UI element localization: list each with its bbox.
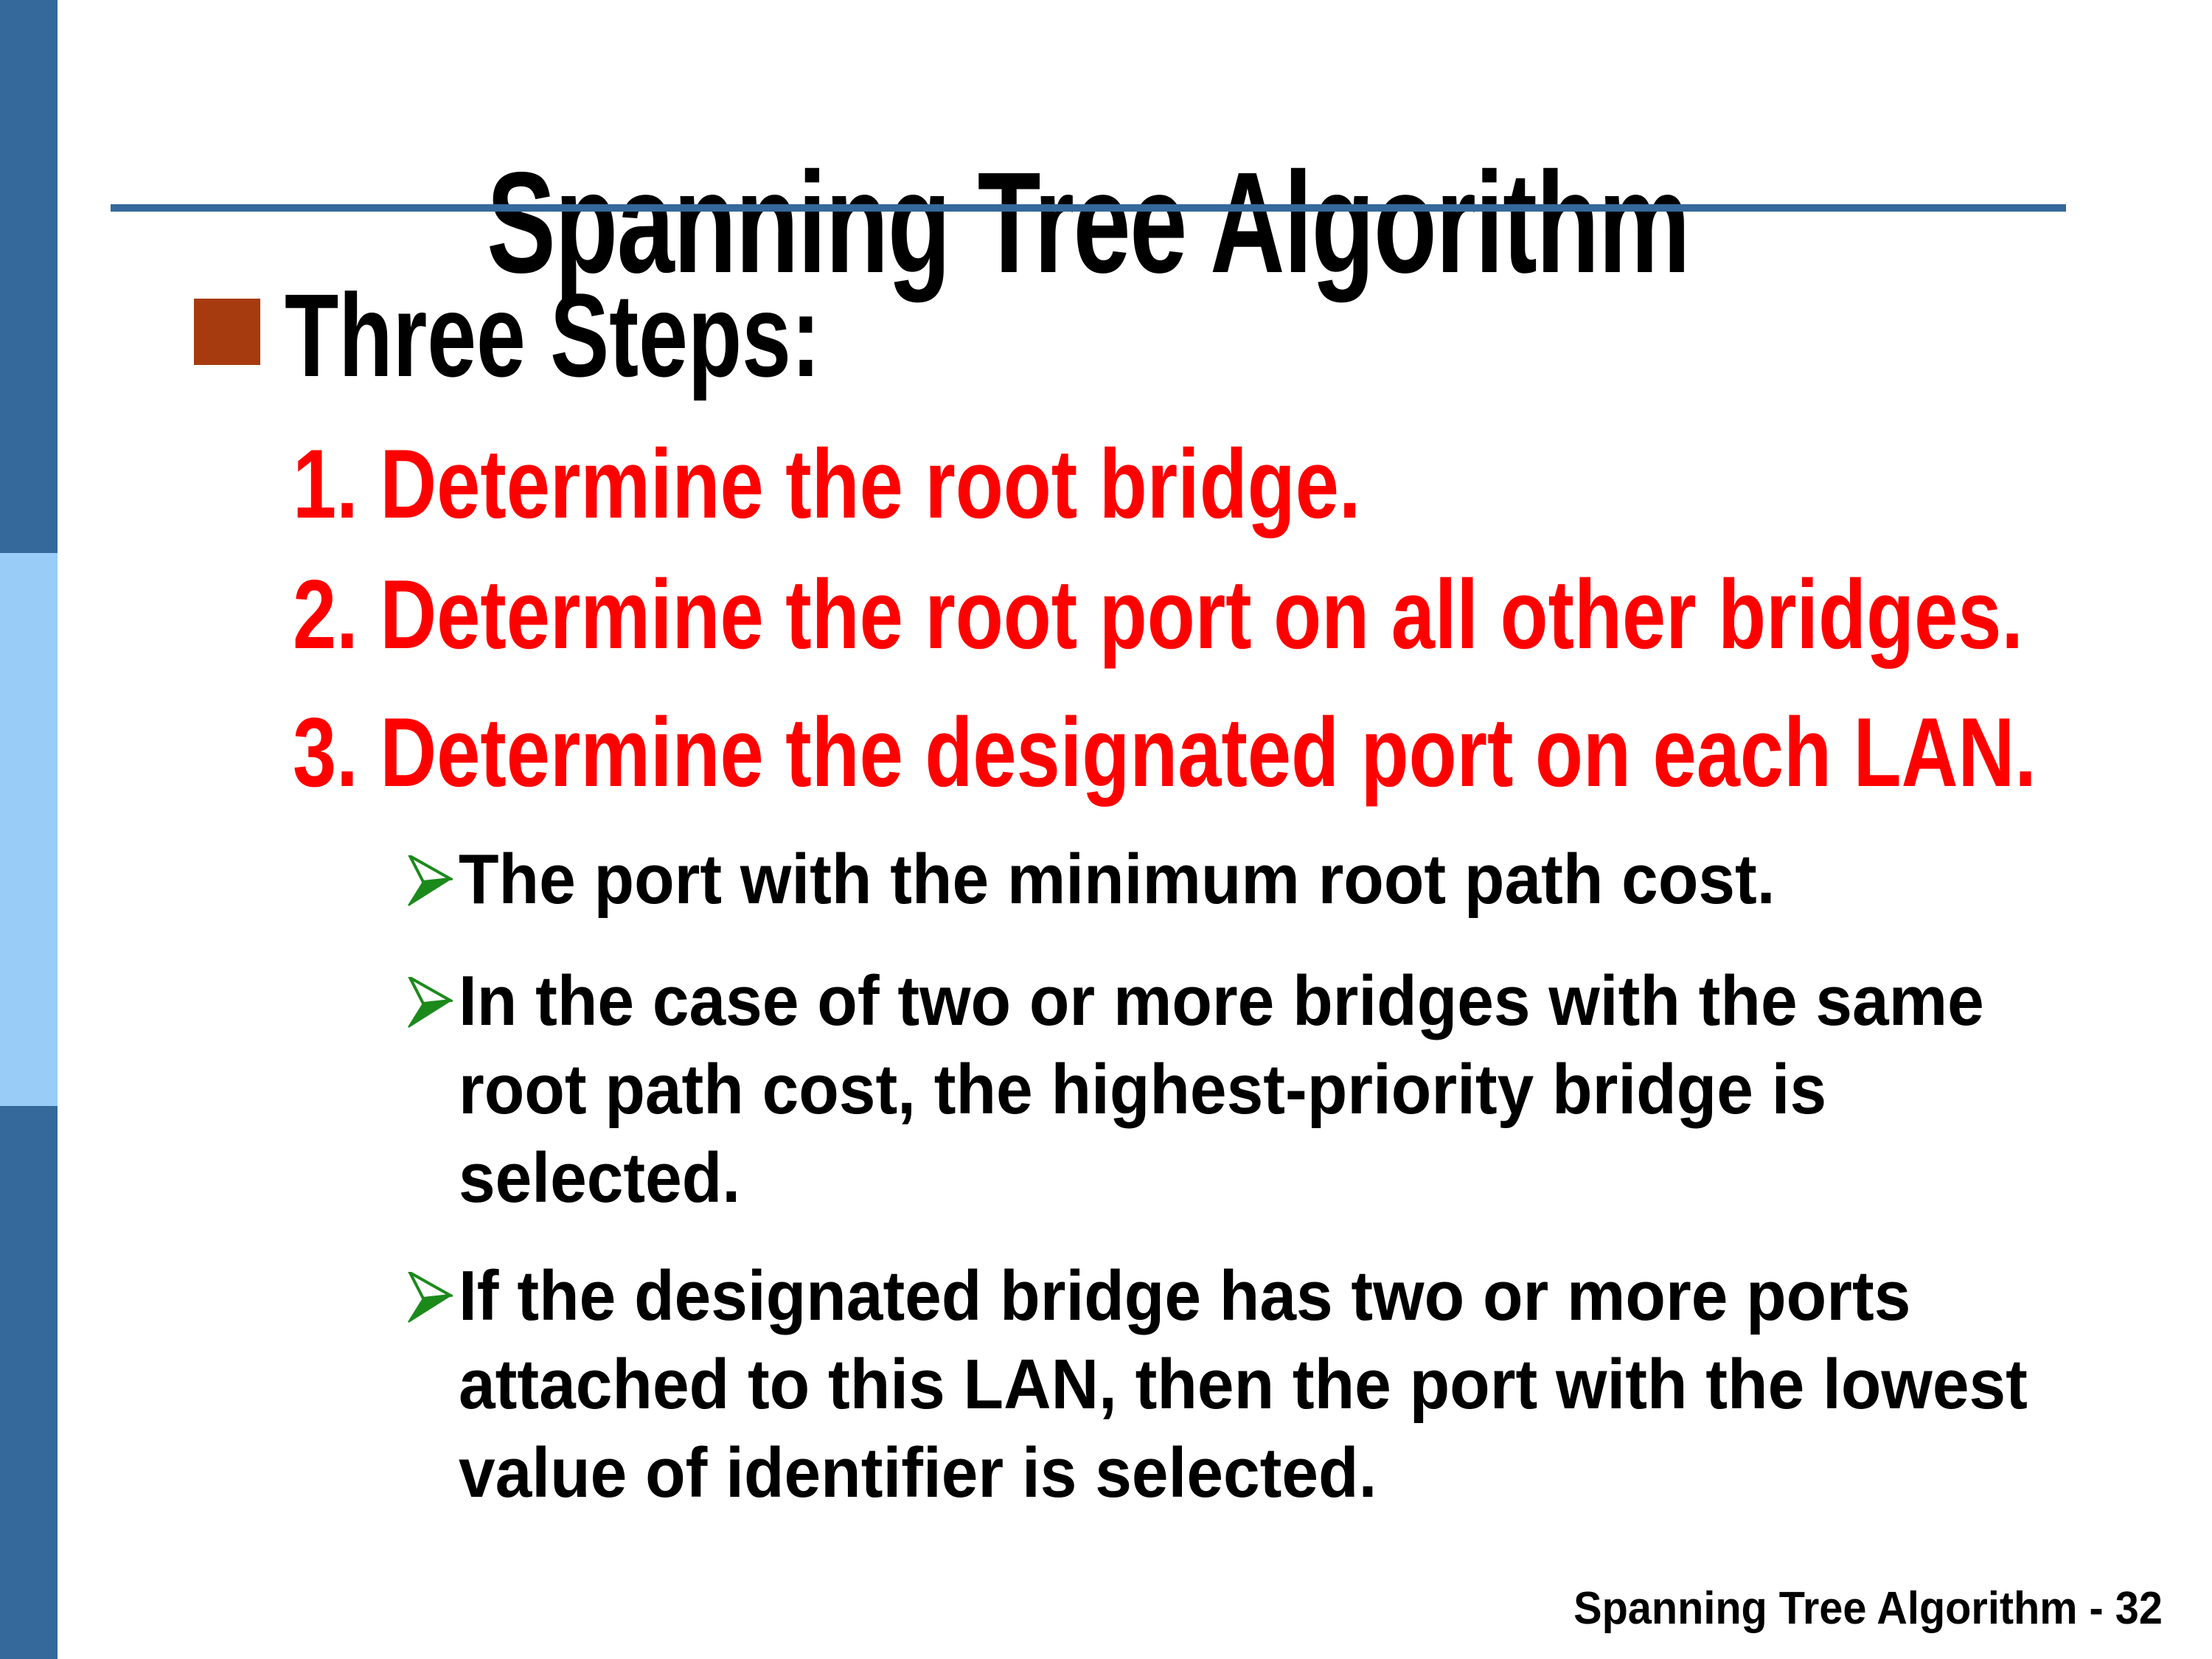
page-title: Spanning Tree Algorithm	[111, 142, 2066, 303]
page-title-text: Spanning Tree Algorithm	[487, 142, 1691, 303]
sub-bullet-2-line-2: root path cost, the highest-priority bri…	[459, 1050, 1827, 1129]
sub-bullet-2-line-1: In the case of two or more bridges with …	[459, 961, 1984, 1040]
arrowhead-icon	[408, 855, 453, 906]
sidebar-accent-bar	[0, 0, 58, 1659]
sub-bullet-1-line-1: The port with the minimum root path cost…	[459, 840, 1775, 919]
sub-bullet-3-line-3: value of identifier is selected.	[459, 1433, 1377, 1512]
square-bullet-icon	[194, 299, 260, 365]
step-item-2: 2. Determine the root port on all other …	[293, 560, 2023, 669]
arrowhead-icon	[408, 1272, 453, 1323]
section-heading: Three Steps:	[285, 269, 821, 401]
sub-bullet-3-line-2: attached to this LAN, then the port with…	[459, 1345, 2028, 1424]
sidebar-band-bottom	[0, 1106, 58, 1659]
slide-footer-page-label: Spanning Tree Algorithm - 32	[1573, 1583, 2163, 1634]
step-item-3: 3. Determine the designated port on each…	[293, 698, 2037, 807]
sub-bullet-3-line-1: If the designated bridge has two or more…	[459, 1256, 1911, 1335]
sidebar-band-middle	[0, 553, 58, 1106]
sub-bullet-3: If the designated bridge has two or more…	[459, 1252, 2028, 1517]
sub-bullet-2: In the case of two or more bridges with …	[459, 957, 1984, 1222]
sub-bullet-1: The port with the minimum root path cost…	[459, 835, 1775, 924]
title-underline-rule	[111, 204, 2066, 212]
arrowhead-icon	[408, 977, 453, 1028]
step-item-1: 1. Determine the root bridge.	[293, 430, 1361, 539]
sub-bullet-2-line-3: selected.	[459, 1138, 741, 1217]
sidebar-band-top	[0, 0, 58, 553]
